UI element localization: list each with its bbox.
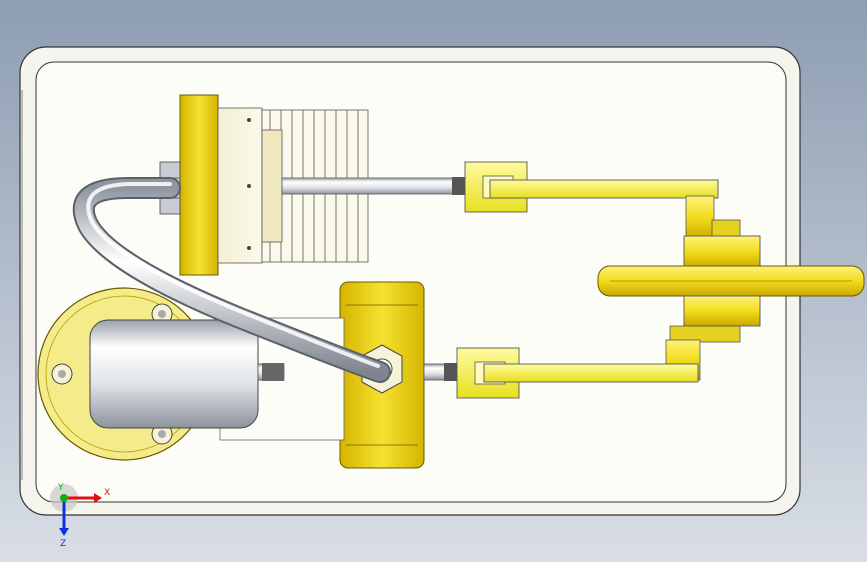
burner-housing[interactable] (37, 287, 345, 461)
y-axis-label: Y (57, 483, 64, 493)
displacer-rod[interactable] (281, 177, 466, 195)
piston-rod[interactable] (423, 363, 459, 381)
lower-connecting-rod[interactable] (483, 363, 699, 383)
upper-linkage[interactable] (464, 161, 719, 241)
cylinder-flange[interactable] (179, 94, 219, 276)
hot-cylinder[interactable] (89, 319, 259, 429)
coordinate-triad: X Y Z (50, 483, 110, 549)
z-axis-label: Z (60, 539, 66, 549)
lower-linkage[interactable] (456, 347, 699, 399)
crankshaft-assembly[interactable] (597, 219, 865, 381)
x-axis-label: X (104, 488, 110, 498)
y-axis-dot (60, 494, 68, 502)
upper-connecting-rod[interactable] (489, 179, 719, 199)
